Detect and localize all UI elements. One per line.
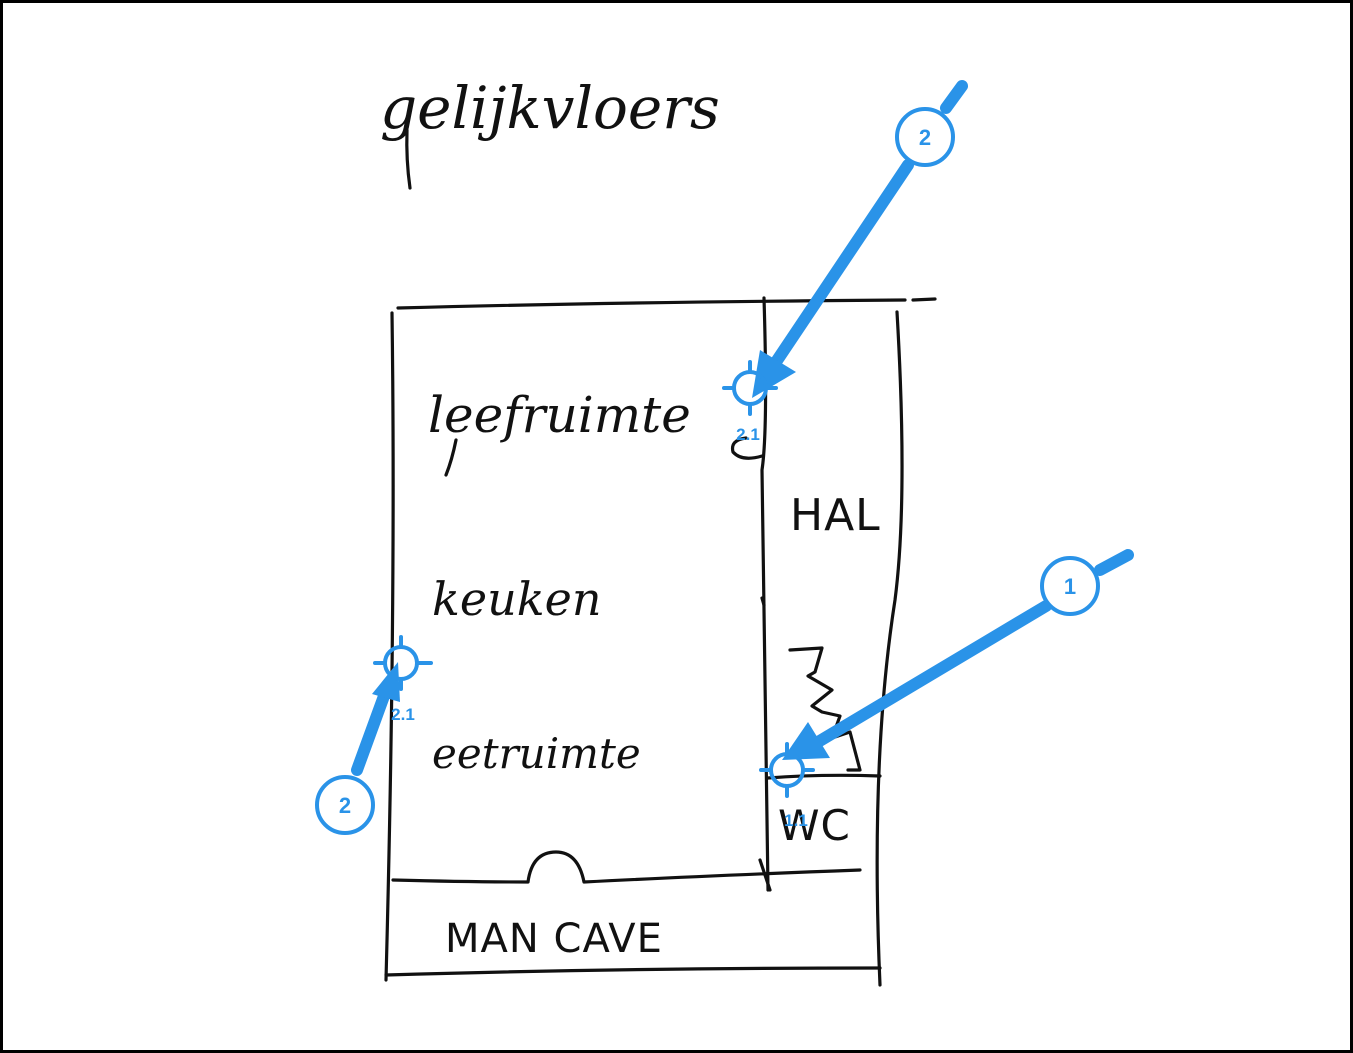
wall-tick [760, 596, 766, 607]
badge-2-left [315, 775, 375, 835]
room-label-toilet: WC [778, 801, 851, 850]
annotation-1: 1 [782, 549, 1134, 760]
badge-2-top [895, 107, 955, 167]
bottom-wall [384, 966, 882, 977]
marker-label-2-1-left: 2.1 [391, 705, 415, 724]
mancave-wall [391, 850, 862, 884]
outer-walls [384, 297, 937, 987]
title-text: gelijkvloers [380, 74, 720, 142]
room-label-living: leefruimte [428, 386, 691, 444]
annotation-2-left: 2 [315, 662, 400, 835]
stairs [788, 646, 862, 772]
crosshair-marker-2-1-left: 2.1 [373, 635, 433, 724]
crosshair-marker-2-1-top: 2.1 [722, 360, 778, 444]
room-label-dining: eetruimte [432, 729, 641, 778]
living-stroke [444, 438, 458, 477]
toilet-wall [766, 773, 882, 780]
crosshair-marker-1-1: 1.1 [759, 742, 815, 830]
title-stroke [405, 128, 412, 190]
room-label-mancave: MAN CAVE [445, 916, 663, 962]
room-label-kitchen: keuken [432, 572, 601, 626]
annotation-2-top: 2 [752, 80, 968, 398]
badge-1 [1040, 556, 1100, 616]
svg-text:1: 1 [1064, 574, 1076, 599]
svg-text:2: 2 [339, 793, 351, 818]
door-nub [730, 436, 764, 460]
room-label-hall: HAL [790, 490, 881, 541]
marker-label-2-1-top: 2.1 [736, 425, 760, 444]
svg-text:2: 2 [919, 125, 931, 150]
wall-joint [758, 858, 772, 892]
marker-label-1-1: 1.1 [784, 811, 808, 830]
